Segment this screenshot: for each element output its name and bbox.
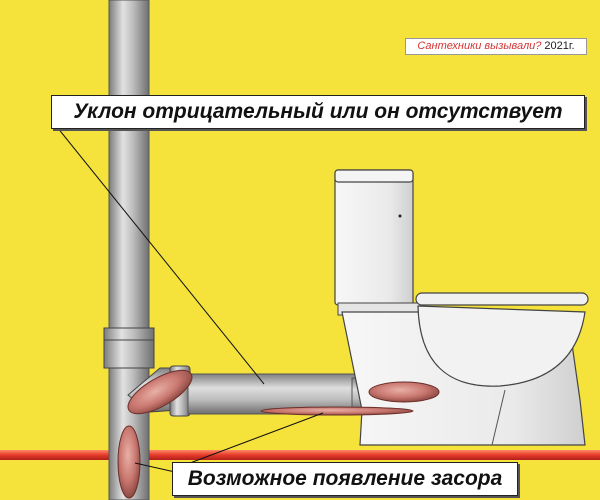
callout-blockage: Возможное появление засора <box>172 462 518 496</box>
watermark-year: 2021г. <box>544 40 575 52</box>
blockage-outlet <box>368 381 440 403</box>
toilet-foot-line <box>491 389 506 446</box>
toilet-tank-lid <box>334 169 414 183</box>
callout-negative-slope: Уклон отрицательный или он отсутствует <box>51 95 585 129</box>
riser-pipe <box>108 0 150 500</box>
flush-button-icon <box>398 214 402 218</box>
toilet-bowl <box>417 305 586 387</box>
riser-collar <box>103 327 155 341</box>
watermark: Сантехники вызывали?2021г. <box>405 38 587 55</box>
watermark-text: Сантехники вызывали? <box>417 40 542 52</box>
leader-line-bottom-1 <box>181 412 324 467</box>
toilet-tank <box>334 169 414 306</box>
blockage-riser <box>117 425 141 499</box>
leader-line-top <box>56 126 265 385</box>
leader-line-bottom-2 <box>134 462 176 473</box>
heating-pipe <box>0 450 600 460</box>
riser-collar-lower <box>103 339 155 369</box>
blockage-tee <box>127 369 193 415</box>
blockage-drain-floor <box>260 406 414 416</box>
toilet-seat <box>415 292 589 306</box>
